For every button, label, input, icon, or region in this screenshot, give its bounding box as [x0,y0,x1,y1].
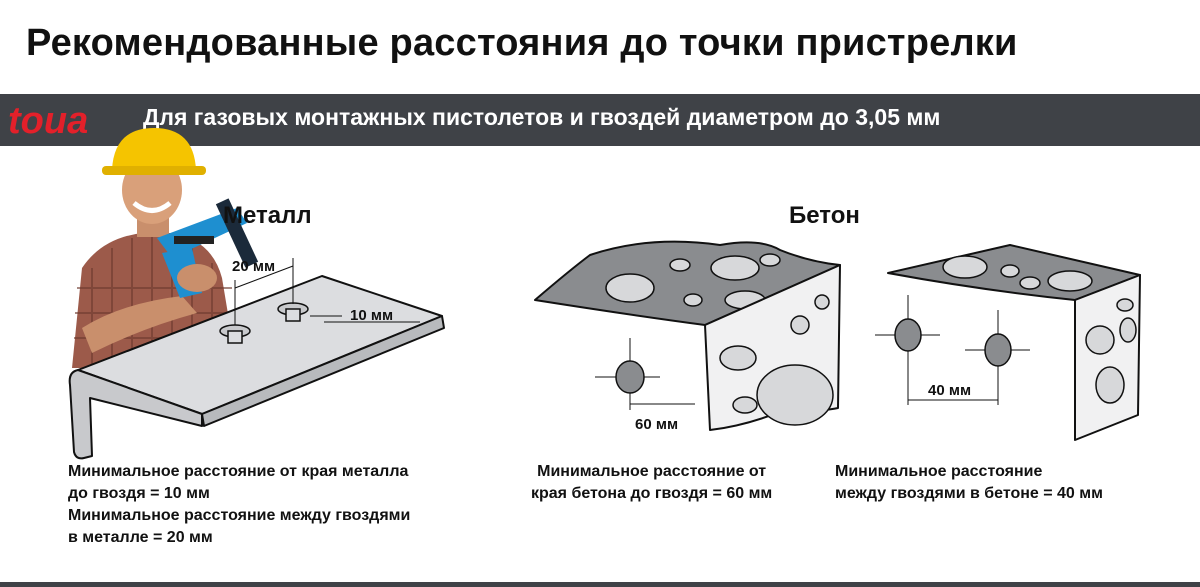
page-title: Рекомендованные расстояния до точки прис… [26,22,1018,64]
concrete-dim-between: 40 мм [928,382,971,399]
concrete-nail-right [965,310,1030,405]
metal-heading: Металл [223,202,312,229]
concrete-between-caption: Минимальное расстояние между гвоздями в … [835,461,1103,505]
banner-text: Для газовых монтажных пистолетов и гвозд… [143,104,941,130]
concrete-edge-caption-line: Минимальное расстояние от [537,463,767,480]
metal-caption-line: в металле = 20 мм [68,529,213,546]
bottom-bar [0,582,1200,587]
metal-caption-line: Минимальное расстояние между гвоздями [68,507,411,524]
concrete-nail-edge [595,338,660,408]
concrete-edge-diagram: 60 мм [534,240,841,433]
metal-caption: Минимальное расстояние от края металла д… [68,461,410,549]
metal-nail-left [219,324,251,344]
metal-caption-line: до гвоздя = 10 мм [68,485,210,502]
brand-logo: toua [8,100,88,140]
helmet-icon [112,128,196,170]
metal-nail-right [277,302,309,322]
metal-diagram: 20 мм 10 мм [68,258,445,460]
concrete-between-caption-line: между гвоздями в бетоне = 40 мм [835,485,1103,502]
metal-dim-between: 20 мм [232,258,275,275]
concrete-between-caption-line: Минимальное расстояние [835,463,1043,480]
concrete-edge-caption-line: края бетона до гвоздя = 60 мм [531,485,773,502]
concrete-edge-caption: Минимальное расстояние от края бетона до… [531,461,772,505]
concrete-between-diagram: 40 мм [875,244,1141,441]
concrete-nail-left [875,295,940,405]
concrete-heading: Бетон [789,202,860,229]
banner [0,94,1200,146]
metal-caption-line: Минимальное расстояние от края металла [68,463,409,480]
concrete-dim-edge: 60 мм [635,416,678,433]
brand-logo-text: toua [8,100,88,140]
metal-dim-edge: 10 мм [350,307,393,324]
